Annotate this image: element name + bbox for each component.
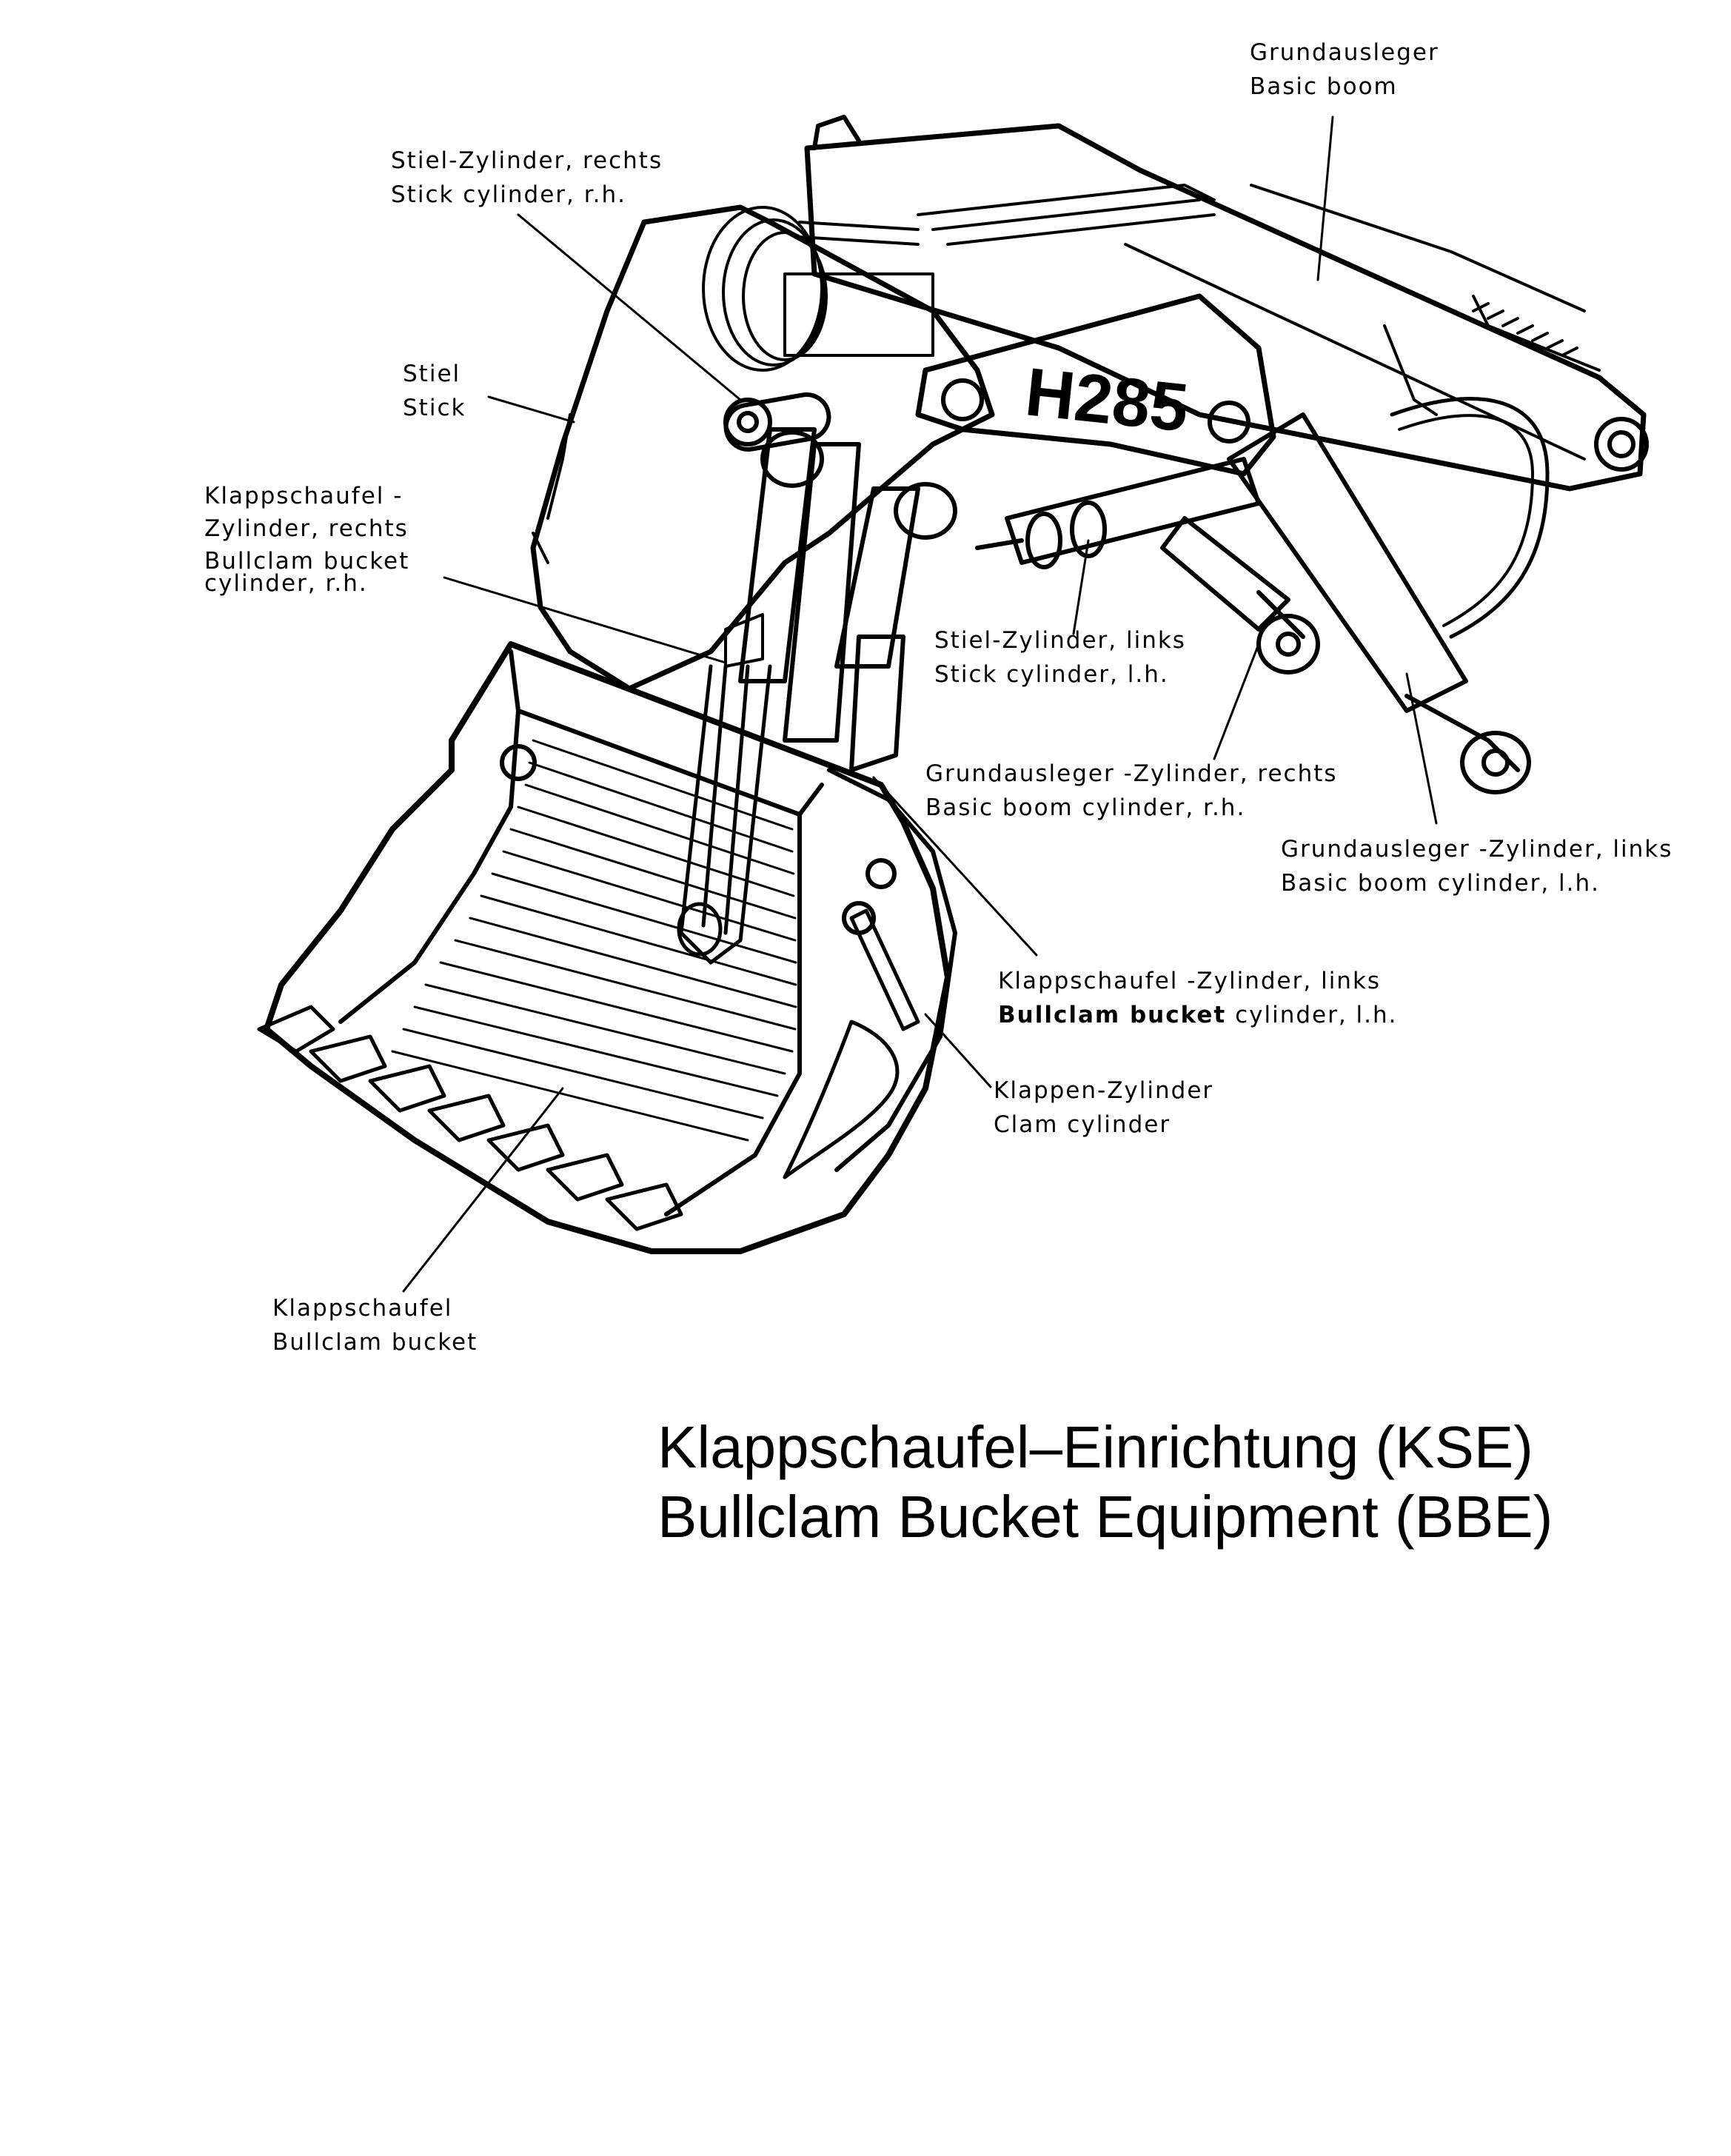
label-bucket-cyl-rh-de1: Klappschaufel -	[204, 483, 404, 509]
leader-lines	[402, 116, 1438, 1293]
page-title-line2: Bullclam Bucket Equipment (BBE)	[657, 1484, 1553, 1550]
label-basic-boom-cylinder-lh: Grundausleger -Zylinder, links Basic boo…	[1281, 832, 1673, 900]
label-stick: Stiel Stick	[403, 357, 466, 425]
page-title-line1: Klappschaufel–Einrichtung (KSE)	[657, 1414, 1533, 1480]
label-stick-cylinder-lh: Stiel-Zylinder, links Stick cylinder, l.…	[934, 623, 1186, 692]
label-stick-cylinder-rh: Stiel-Zylinder, rechts Stick cylinder, r…	[391, 144, 663, 212]
basic-boom-cylinder-left	[1227, 412, 1531, 794]
label-bullclam-bucket: Klappschaufel Bullclam bucket	[272, 1291, 478, 1359]
stick-hose-bundle	[702, 206, 934, 372]
label-clam-cylinder-de: Klappen-Zylinder	[994, 1077, 1214, 1104]
linkage-rods	[677, 664, 772, 965]
label-bucket-cyl-lh-en-bold: Bullclam bucket	[998, 1002, 1227, 1028]
stick	[530, 204, 995, 692]
label-bucket-cyl-lh-de: Klappschaufel -Zylinder, links	[998, 968, 1382, 994]
label-bucket-en: Bullclam bucket	[272, 1329, 478, 1356]
label-basic-boom-de: Grundausleger	[1250, 39, 1439, 66]
model-plate-text: H285	[1022, 354, 1191, 446]
bullclam-bucket-cylinders	[724, 427, 957, 772]
label-stick-cylinder-lh-de: Stiel-Zylinder, links	[934, 627, 1186, 654]
label-boom-cyl-rh-en: Basic boom cylinder, r.h.	[925, 794, 1246, 821]
label-bucket-cyl-rh-de2: Zylinder, rechts	[204, 515, 409, 542]
page-title: Klappschaufel–Einrichtung (KSE) Bullclam…	[657, 1413, 1553, 1552]
label-stick-en: Stick	[403, 395, 466, 421]
basic-boom	[804, 115, 1649, 492]
stick-cylinder-left	[975, 457, 1261, 569]
label-basic-boom-cylinder-rh: Grundausleger -Zylinder, rechts Basic bo…	[925, 757, 1338, 825]
label-bucket-cyl-lh-en: Bullclam bucket cylinder, l.h.	[998, 998, 1398, 1032]
label-stick-cylinder-rh-en: Stick cylinder, r.h.	[391, 181, 627, 208]
label-bucket-cyl-rh-en1: Bullclam bucket	[204, 548, 410, 575]
label-stick-cylinder-rh-de: Stiel-Zylinder, rechts	[391, 147, 663, 174]
hydraulic-hose	[1390, 397, 1550, 639]
label-clam-cylinder-en: Clam cylinder	[994, 1111, 1171, 1138]
label-clam-cylinder: Klappen-Zylinder Clam cylinder	[994, 1074, 1213, 1142]
label-bullclam-bucket-cylinder-lh: Klappschaufel -Zylinder, links Bullclam …	[998, 964, 1398, 1032]
label-bucket-cyl-rh-en2: cylinder, r.h.	[204, 570, 368, 597]
label-bucket-de: Klappschaufel	[272, 1295, 453, 1322]
label-bucket-cyl-lh-en-rest: cylinder, l.h.	[1226, 1002, 1398, 1028]
label-stick-de: Stiel	[403, 361, 461, 387]
label-basic-boom-en: Basic boom	[1250, 73, 1398, 100]
model-plate: H285	[915, 293, 1276, 477]
label-boom-cyl-lh-de: Grundausleger -Zylinder, links	[1281, 836, 1673, 863]
label-stick-cylinder-lh-en: Stick cylinder, l.h.	[934, 661, 1169, 688]
bullclam-bucket	[257, 641, 957, 1254]
label-boom-cyl-lh-en: Basic boom cylinder, l.h.	[1281, 870, 1601, 897]
label-basic-boom: Grundausleger Basic boom	[1250, 36, 1439, 104]
label-bullclam-bucket-cylinder-rh: Klappschaufel - Zylinder, rechts Bullcla…	[204, 480, 409, 600]
stick-cylinder-right	[723, 392, 831, 452]
label-boom-cyl-rh-de: Grundausleger -Zylinder, rechts	[925, 760, 1338, 787]
